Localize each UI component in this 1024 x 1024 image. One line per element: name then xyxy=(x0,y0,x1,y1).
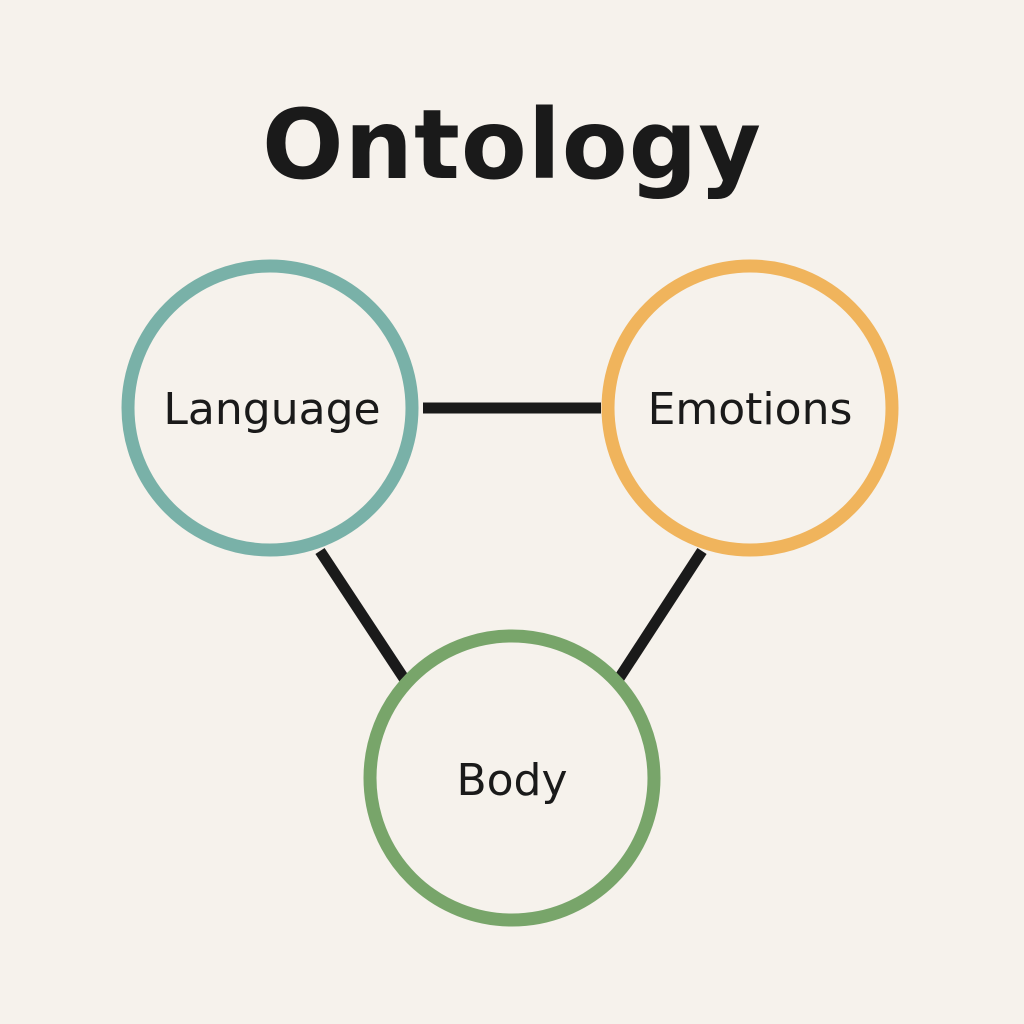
edge-language-body xyxy=(315,547,410,684)
node-body-label: Body xyxy=(456,755,567,806)
node-language-circle xyxy=(121,259,419,557)
diagram-title: Ontology xyxy=(262,89,762,201)
node-language: Language xyxy=(121,259,419,557)
node-body-circle xyxy=(363,629,661,927)
node-emotions-circle xyxy=(601,259,899,557)
node-emotions: Emotions xyxy=(601,259,899,557)
node-body: Body xyxy=(363,629,661,927)
edge-emotions-body xyxy=(613,547,707,684)
node-language-label: Language xyxy=(163,384,380,435)
node-emotions-label: Emotions xyxy=(648,384,853,435)
